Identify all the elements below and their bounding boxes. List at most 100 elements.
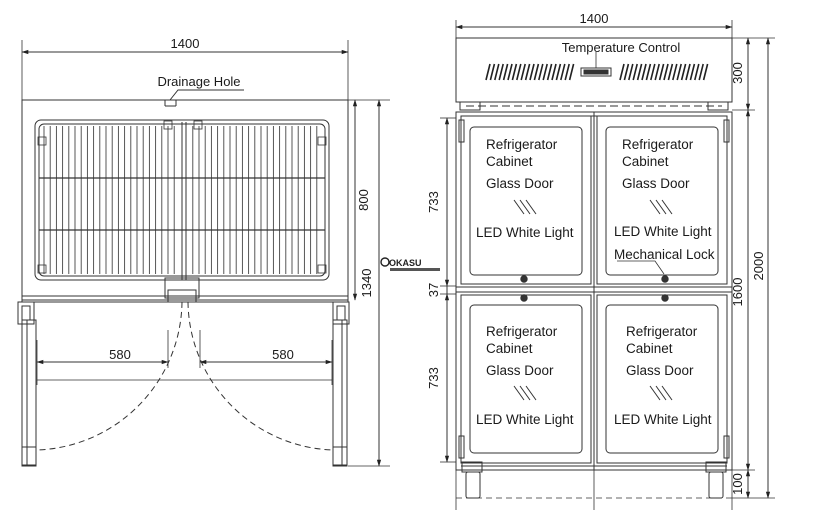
lock-leader [617, 260, 665, 275]
cabinet-1600-label: 1600 [730, 278, 745, 307]
door-upper-label: 733 [426, 191, 441, 213]
right-width-label: 1400 [580, 11, 609, 26]
half-width-left-label: 580 [109, 347, 131, 362]
glass-bottom-right [605, 304, 719, 454]
vent-slot [628, 63, 634, 81]
lock-knob-bl [520, 294, 528, 302]
okasu-logo: OKASU [380, 257, 440, 271]
vent-slot [494, 63, 500, 81]
vent-slot [560, 63, 566, 81]
vent-slot [542, 63, 548, 81]
lock-knob-br [661, 294, 669, 302]
vent-slots-left [485, 63, 575, 81]
vent-slot [568, 63, 575, 81]
vent-slot [498, 63, 504, 81]
door-br-line4: LED White Light [614, 412, 712, 427]
door-tr-line3: Glass Door [622, 176, 690, 191]
foot-100-label: 100 [730, 473, 745, 495]
top-300-label: 300 [730, 62, 745, 84]
vent-slot [654, 63, 660, 81]
vent-slot [667, 63, 674, 81]
vent-slot [538, 63, 544, 81]
door-tr-line1: Refrigerator [622, 137, 694, 152]
vent-slot [511, 63, 518, 81]
vent-slot [520, 63, 526, 81]
vent-slot [636, 63, 643, 81]
vent-slot [507, 63, 513, 81]
vent-slots-right [619, 63, 709, 81]
left-width-label: 1400 [171, 36, 200, 51]
glass-top-right [605, 126, 719, 276]
vent-slot [529, 63, 535, 81]
temperature-control-label: Temperature Control [562, 40, 681, 55]
left-hinge [17, 301, 35, 325]
door-tr-line2: Cabinet [622, 154, 669, 169]
vent-slot [680, 63, 687, 81]
front-elevation-view [440, 20, 775, 510]
door-frame-bottom-right [596, 294, 728, 464]
total-2000-label: 2000 [751, 252, 766, 281]
mechanical-lock-label: Mechanical Lock [614, 247, 715, 262]
wire-shelf-grid [43, 126, 318, 274]
vent-slot [676, 63, 682, 81]
vent-slot [702, 63, 709, 81]
foot-right [708, 471, 724, 499]
vent-slot [694, 63, 700, 81]
height-1340-label: 1340 [359, 269, 374, 298]
vent-slot [658, 63, 665, 81]
vent-slot [685, 63, 691, 81]
top-plan-labels: 1400 Drainage Hole 580 580 800 1340 [109, 36, 374, 362]
door-br-line1: Refrigerator [626, 324, 698, 339]
height-800-label: 800 [356, 189, 371, 211]
drainage-leader [169, 89, 244, 101]
top-control-box [455, 37, 733, 103]
vent-slot [645, 63, 652, 81]
right-door-swing [187, 301, 334, 451]
front-elevation-labels: 1400 Temperature Control Refrigerator Ca… [426, 11, 766, 495]
vent-slot [623, 63, 630, 81]
vent-slot [632, 63, 638, 81]
okasu-logo-text: OKASU [389, 258, 422, 268]
vent-slot [516, 63, 522, 81]
glass-reflection-marks [513, 199, 673, 401]
vent-slot [555, 63, 562, 81]
half-width-right-label: 580 [272, 347, 294, 362]
vent-slot [546, 63, 553, 81]
door-bl-line1: Refrigerator [486, 324, 558, 339]
vent-slot [641, 63, 647, 81]
gap-label: 37 [426, 283, 441, 297]
door-frame-top-left [460, 115, 592, 285]
door-frame-top-right [596, 115, 728, 285]
foot-left [465, 471, 481, 499]
door-bl-line2: Cabinet [486, 341, 533, 356]
door-frame-bottom-left [460, 294, 592, 464]
lock-knob-tl [520, 275, 528, 283]
door-bl-line4: LED White Light [476, 412, 574, 427]
right-hinge [332, 301, 350, 325]
door-tl-line3: Glass Door [486, 176, 554, 191]
glass-top-left [469, 126, 583, 276]
vent-slot [650, 63, 656, 81]
door-tl-line1: Refrigerator [486, 137, 558, 152]
cabinet-outline [21, 99, 349, 301]
vent-slot [485, 63, 491, 81]
vent-slot [619, 63, 625, 81]
vent-slot [698, 63, 704, 81]
door-tl-line4: LED White Light [476, 225, 574, 240]
vent-slot [489, 63, 496, 81]
left-door-swing [35, 301, 183, 451]
top-plan-view [17, 40, 390, 467]
door-br-line2: Cabinet [626, 341, 673, 356]
left-open-door [21, 319, 37, 467]
vent-slot [533, 63, 540, 81]
door-tr-line4: LED White Light [614, 224, 712, 239]
vent-slot [502, 63, 509, 81]
door-lower-label: 733 [426, 367, 441, 389]
vent-slot [663, 63, 669, 81]
vent-slot [551, 63, 557, 81]
right-open-door [332, 319, 348, 467]
vent-slot [689, 63, 696, 81]
vent-slot [564, 63, 570, 81]
door-br-line3: Glass Door [626, 363, 694, 378]
